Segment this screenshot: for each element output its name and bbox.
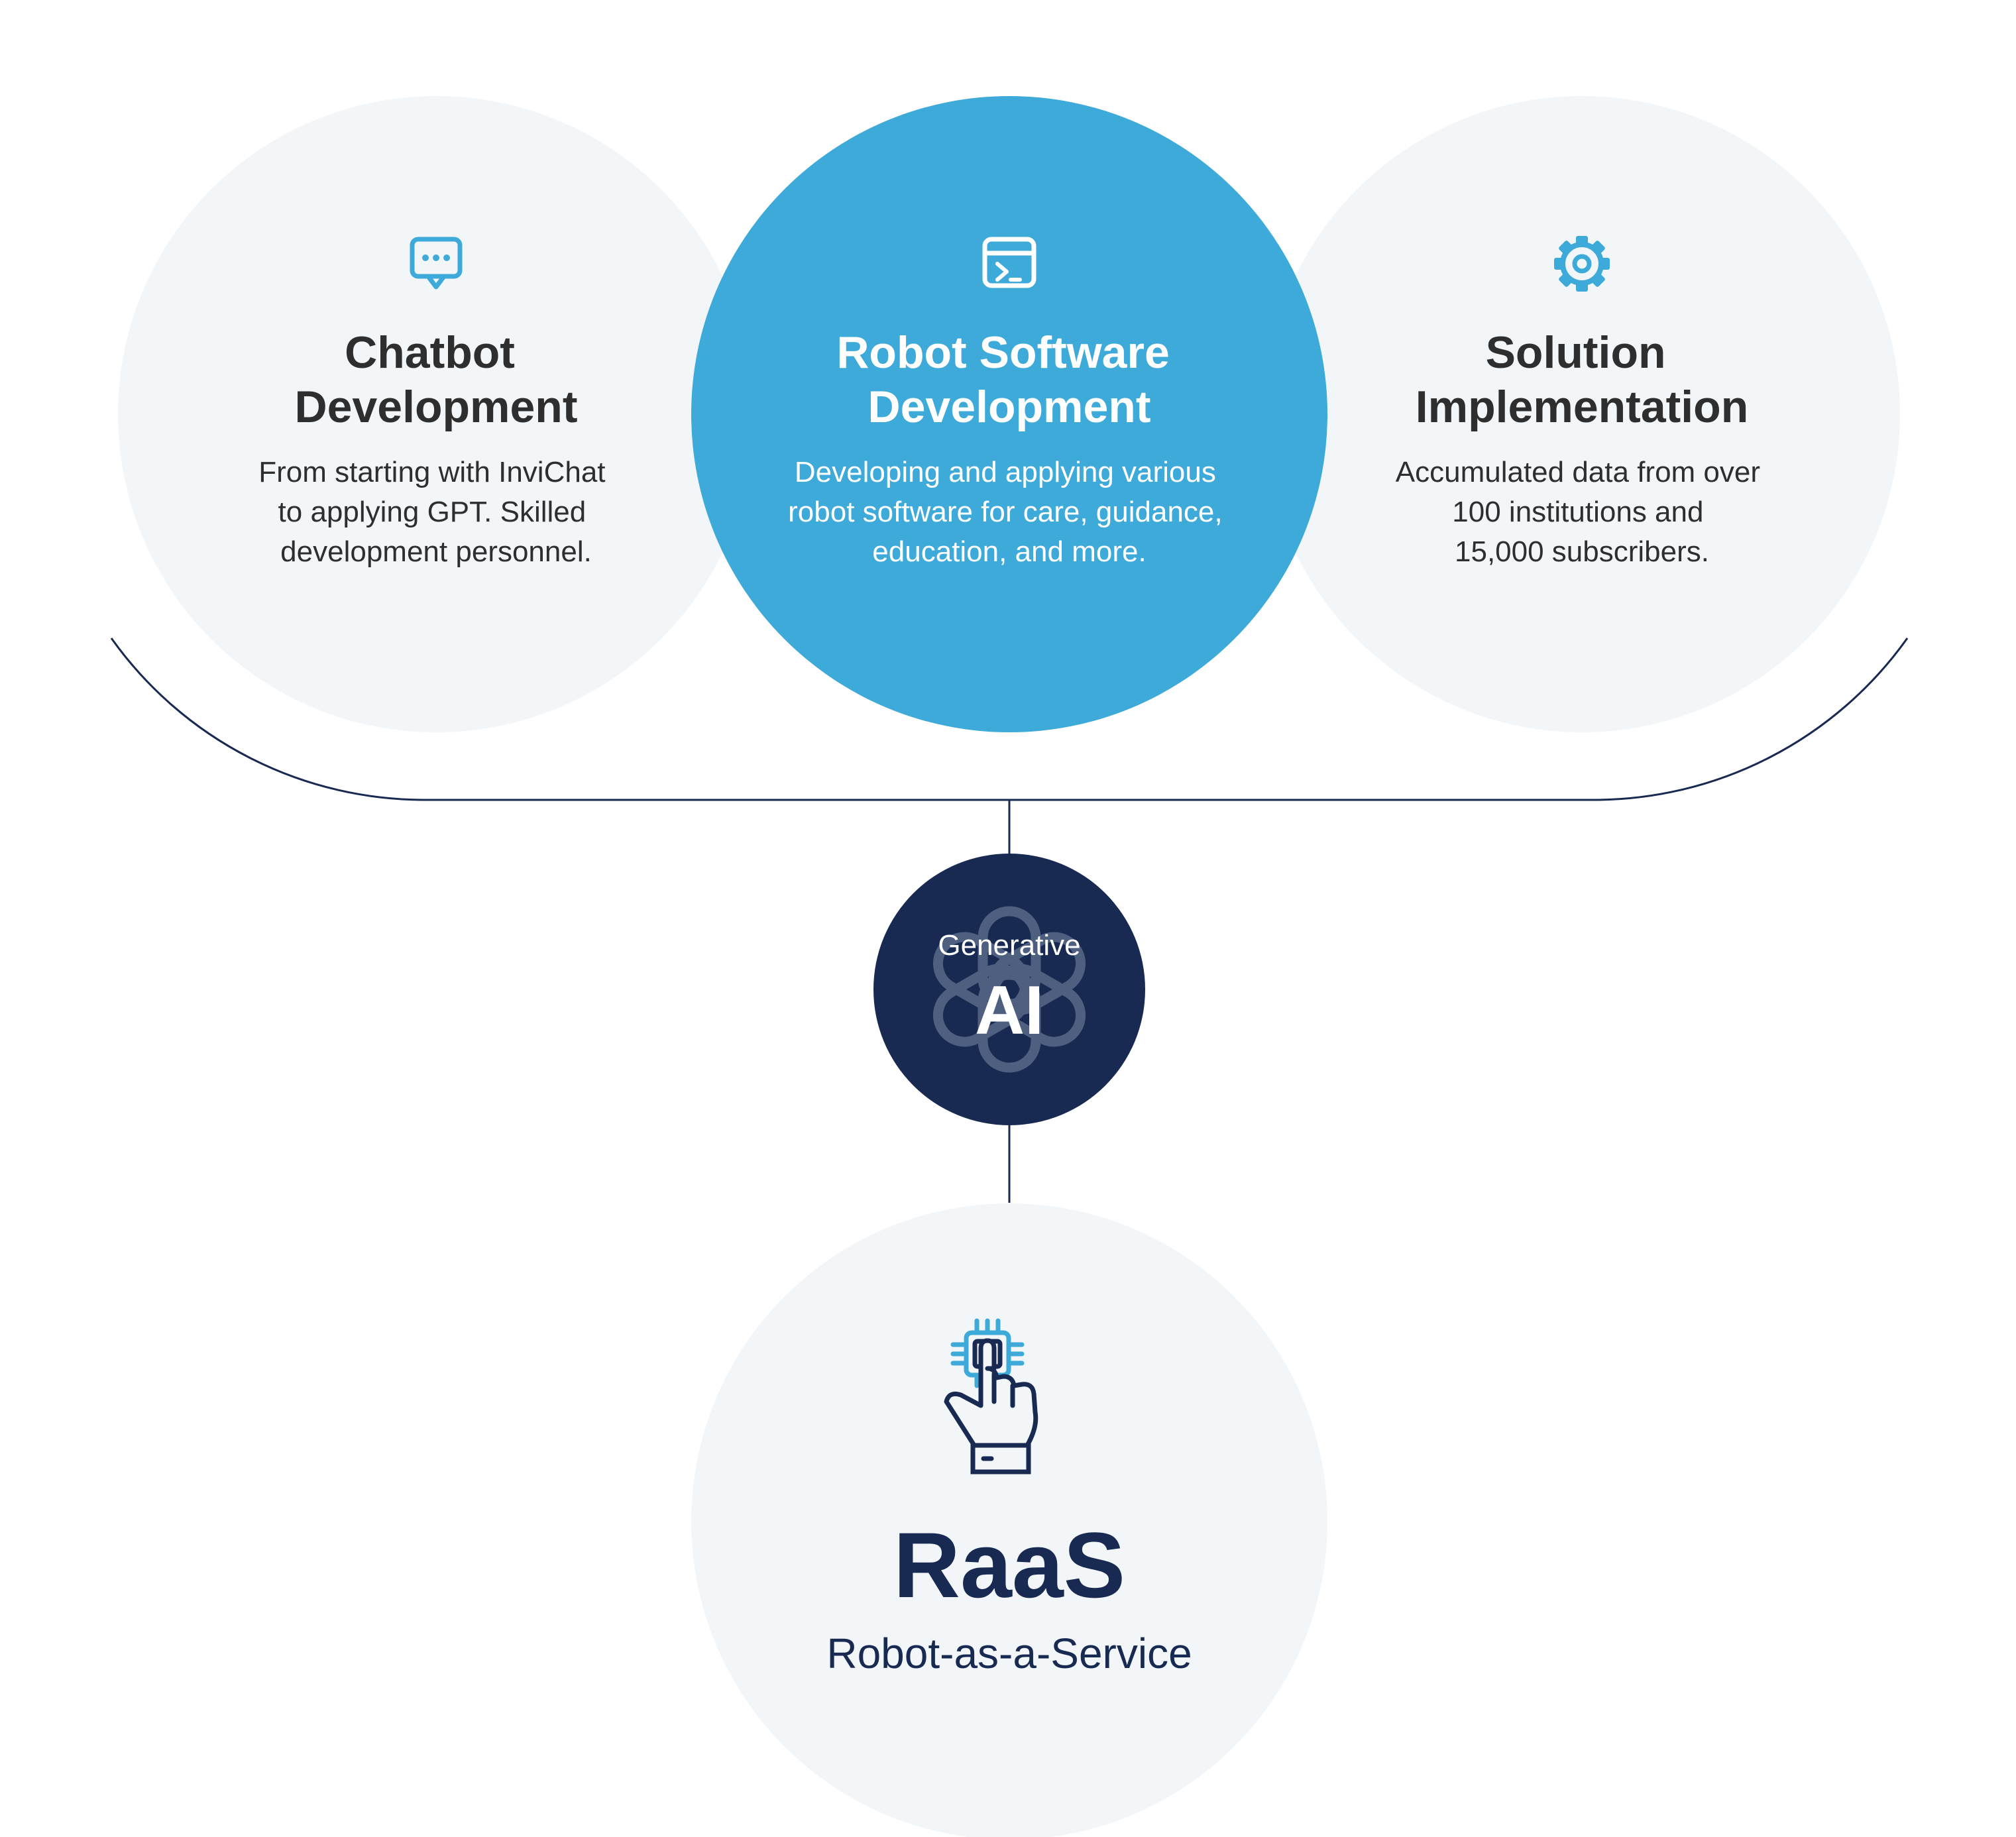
service-chatbot-development: Chatbot Development From starting with I… (118, 96, 754, 732)
service-robot-software-development: Robot Software Development Developing an… (691, 96, 1327, 732)
service-desc-line: Accumulated data from over (1396, 456, 1760, 488)
service-solution-implementation: Solution Implementation Accumulated data… (1264, 96, 1900, 732)
service-desc-line: to applying GPT. Skilled (278, 496, 587, 528)
service-title-line: Solution (1486, 327, 1666, 378)
ai-node: Generative AI (873, 854, 1145, 1125)
raas-title: RaaS (893, 1513, 1125, 1617)
ai-label-small: Generative (938, 929, 1080, 962)
service-desc-line: education, and more. (872, 535, 1146, 568)
service-description: From starting with InviChat to applying … (258, 456, 614, 568)
service-title-line: Robot Software (836, 327, 1169, 378)
service-circle-middle (691, 96, 1327, 732)
service-desc-line: development personnel. (280, 535, 592, 568)
service-circle-left (118, 96, 754, 732)
service-desc-line: robot software for care, guidance, (788, 496, 1222, 528)
service-description: Developing and applying various robot so… (788, 456, 1231, 568)
service-title: Robot Software Development (836, 327, 1182, 432)
hand-tapping-chip-icon (944, 1318, 1038, 1475)
terminal-window-icon (982, 237, 1036, 288)
raas-circle (691, 1203, 1327, 1837)
chat-bubble-icon (410, 237, 463, 290)
service-title: Solution Implementation (1416, 327, 1749, 432)
service-title-line: Implementation (1416, 382, 1749, 432)
service-desc-line: From starting with InviChat (258, 456, 605, 488)
service-title-line: Development (868, 382, 1151, 432)
ai-label-big: AI (975, 972, 1044, 1049)
raas-node: RaaS Robot-as-a-Service (691, 1203, 1327, 1837)
service-desc-line: 100 institutions and (1452, 496, 1703, 528)
service-description: Accumulated data from over 100 instituti… (1396, 456, 1769, 568)
service-title-line: Chatbot (345, 327, 515, 378)
gear-icon (1554, 236, 1610, 292)
service-desc-line: 15,000 subscribers. (1455, 535, 1709, 568)
service-title-line: Development (295, 382, 578, 432)
raas-subtitle: Robot-as-a-Service (826, 1630, 1192, 1677)
service-title: Chatbot Development (295, 327, 578, 432)
service-circle-right (1264, 96, 1900, 732)
ai-node-circle (873, 854, 1145, 1125)
service-desc-line: Developing and applying various (795, 456, 1216, 488)
openai-knot-icon (932, 906, 1086, 1073)
